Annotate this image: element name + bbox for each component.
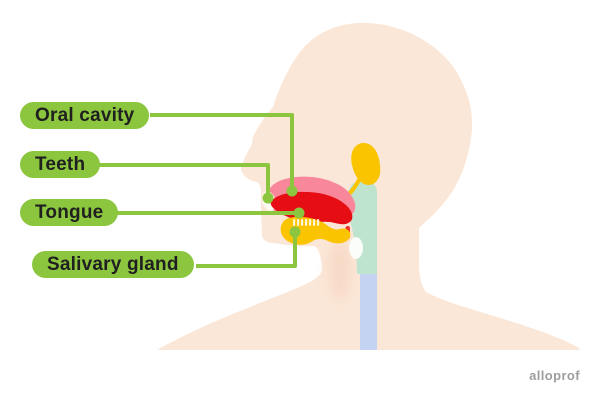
teeth-connector <box>92 163 270 198</box>
tongue-oral-cavity <box>270 191 353 225</box>
larynx-highlight <box>349 237 363 259</box>
tongue-dot <box>293 207 305 219</box>
parotid-gland <box>351 143 381 185</box>
esophagus <box>360 274 377 350</box>
salivary-gland-connector <box>196 232 297 268</box>
oral-cavity-connector <box>150 113 294 191</box>
label-teeth: Teeth <box>20 151 101 178</box>
lower-teeth-dashes <box>293 219 320 226</box>
oral-cavity-dot <box>286 185 298 197</box>
salivary-gland-dot <box>289 226 301 238</box>
label-salivary-gland: Salivary gland <box>32 251 194 278</box>
alloprof-logo: alloprof <box>529 368 580 383</box>
label-tongue: Tongue <box>20 199 119 226</box>
label-oral-cavity: Oral cavity <box>20 102 150 129</box>
neck-shading <box>329 240 351 300</box>
teeth-dot <box>262 192 274 204</box>
